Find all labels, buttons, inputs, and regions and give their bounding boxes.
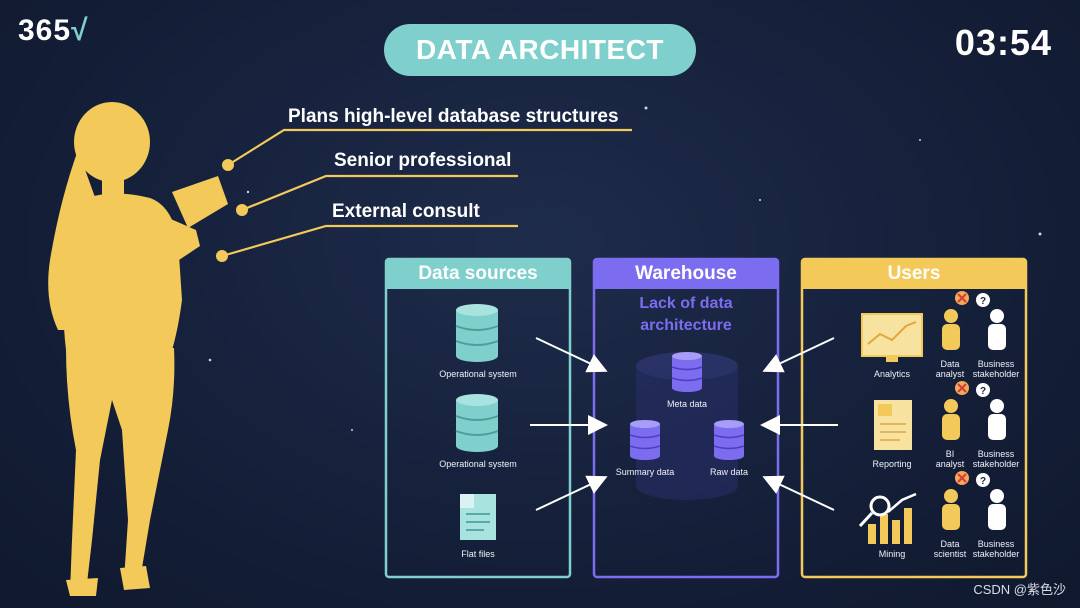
users-header-bg xyxy=(802,259,1026,289)
database-icon xyxy=(629,420,661,460)
source-item-label: Flat files xyxy=(461,549,495,559)
callout-connectors xyxy=(221,128,632,258)
warehouse-subtitle-line2: architecture xyxy=(640,317,732,334)
summary-data-label: Summary data xyxy=(615,467,675,477)
warehouse-subtitle-line1: Lack of data xyxy=(639,295,733,312)
callout-dots xyxy=(216,159,248,262)
mining-chart-icon xyxy=(858,492,917,544)
users-header: Users xyxy=(887,263,941,284)
analytics-label: Analytics xyxy=(873,369,910,379)
database-icon xyxy=(455,394,499,452)
brand-logo: 365√ xyxy=(18,14,89,47)
analytics-monitor-icon xyxy=(861,313,923,362)
database-icon xyxy=(671,352,703,392)
analyst-person-icons xyxy=(942,291,1006,530)
watermark: CSDN @紫色沙 xyxy=(973,582,1066,597)
page-title: DATA ARCHITECT xyxy=(415,34,665,65)
warehouse-panel: Warehouse Lack of data architecture Meta… xyxy=(594,259,778,577)
source-item-label: Operational system xyxy=(439,369,517,379)
callout-senior: Senior professional xyxy=(334,150,512,171)
callout-plans: Plans high-level database structures xyxy=(288,106,619,127)
callout-external: External consult xyxy=(332,201,480,222)
database-icon xyxy=(455,304,499,362)
database-icon xyxy=(713,420,745,460)
woman-silhouette-icon xyxy=(48,102,228,596)
svg-text:?: ? xyxy=(980,476,986,487)
warehouse-header: Warehouse xyxy=(635,263,737,284)
mining-label: Mining xyxy=(878,549,906,559)
sources-header-bg xyxy=(386,259,570,289)
countdown-timer: 03:54 xyxy=(954,22,1052,63)
warehouse-header-bg xyxy=(594,259,778,289)
question-marks: ??? xyxy=(980,296,986,487)
source-item-label: Operational system xyxy=(439,459,517,469)
title-pill: DATA ARCHITECT xyxy=(384,24,696,76)
svg-text:?: ? xyxy=(980,386,986,397)
flow-arrows xyxy=(530,337,838,511)
svg-text:?: ? xyxy=(980,296,986,307)
report-document-icon xyxy=(874,400,912,450)
flat-file-icon xyxy=(460,494,496,540)
meta-data-label: Meta data xyxy=(666,399,708,409)
sources-panel: Data sources Operational system Operatio… xyxy=(386,259,570,577)
sources-header: Data sources xyxy=(418,263,538,284)
reporting-label: Reporting xyxy=(872,459,912,469)
star-field xyxy=(77,106,1042,431)
raw-data-label: Raw data xyxy=(709,467,749,477)
